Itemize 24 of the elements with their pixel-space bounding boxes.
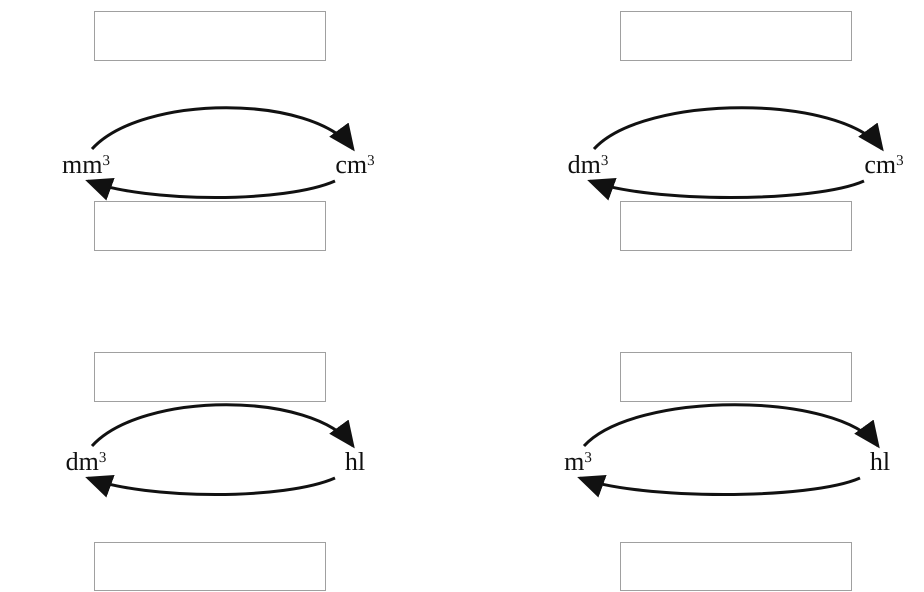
arrow: [577, 473, 860, 496]
arrow: [91, 106, 356, 152]
answer-box: [620, 11, 852, 61]
arrow: [583, 403, 880, 448]
answer-box: [620, 352, 852, 402]
unit-label: dm$^{3}$: [568, 150, 608, 180]
arrow: [85, 176, 336, 200]
unit-label: m$^{3}$: [564, 447, 592, 477]
unit-label: cm$^{3}$: [864, 150, 904, 180]
unit-label: cm$^{3}$: [335, 150, 375, 180]
unit-label: hl: [344, 447, 366, 477]
unit-label: dm$^{3}$: [66, 447, 106, 477]
answer-box: [94, 11, 326, 61]
answer-box: [94, 352, 326, 402]
answer-box: [94, 201, 326, 251]
answer-box: [94, 542, 326, 591]
answer-box: [620, 542, 852, 591]
unit-label: hl: [870, 447, 890, 477]
answer-box: [620, 201, 852, 251]
arrow: [91, 403, 356, 448]
unit-label: mm$^{3}$: [62, 150, 110, 180]
arrow: [593, 106, 884, 152]
arrow: [587, 176, 864, 200]
arrow: [85, 474, 336, 496]
